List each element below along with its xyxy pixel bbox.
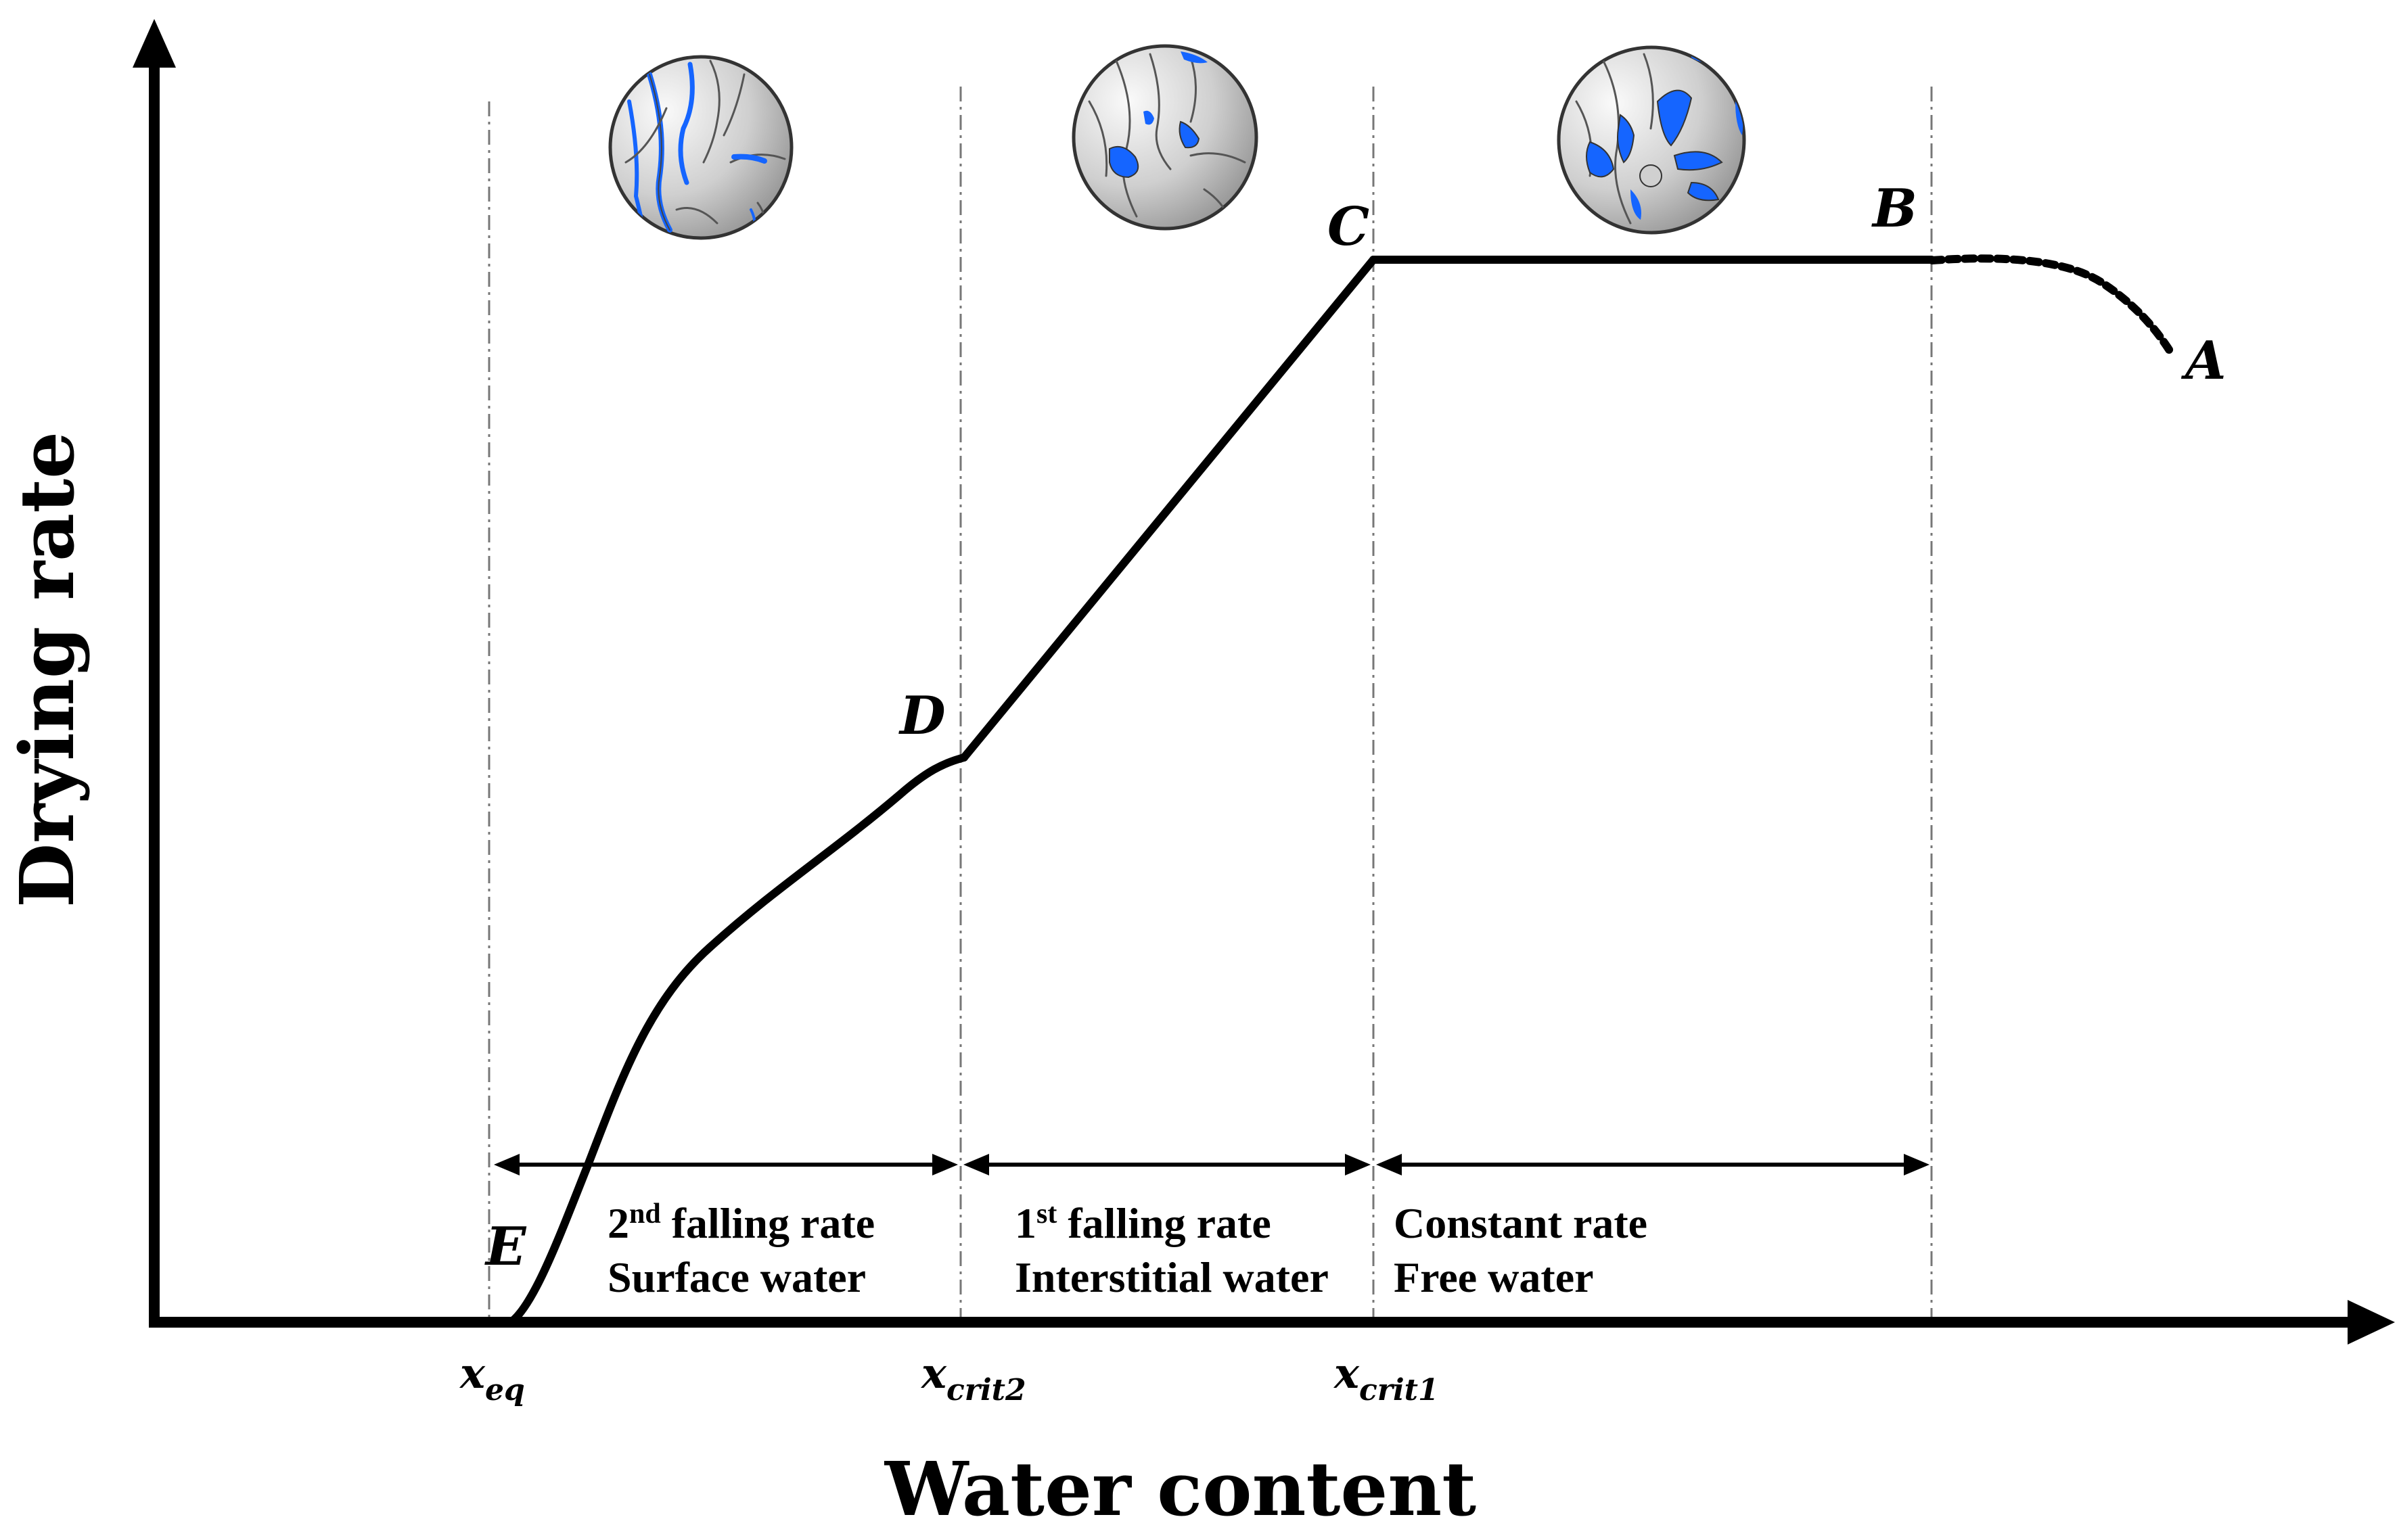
y-axis-title: Drying rate — [3, 431, 91, 908]
region-2nd-rate: falling rate — [661, 1199, 875, 1247]
x-axis-arrowhead — [2348, 1300, 2395, 1345]
region-arrow-2nd-left-head — [494, 1154, 520, 1175]
x-axis-title: Water content — [884, 1445, 1476, 1533]
guide-lines — [488, 87, 1933, 1322]
region-2nd-ordinal: 2 — [608, 1199, 629, 1247]
region-arrow-constant-left-head — [1376, 1154, 1402, 1175]
particle-dry-icon — [608, 55, 794, 240]
region-arrow-1st-right-head — [1345, 1154, 1371, 1175]
region-label-1st-water: Interstitial water — [1015, 1253, 1329, 1301]
region-arrows — [494, 1154, 1929, 1175]
particle-wet-icon — [1557, 45, 1746, 235]
curve-segment-d-e — [507, 753, 968, 1326]
tick-eq-base: x — [459, 1349, 486, 1398]
tick-eq-sub: eq — [485, 1373, 525, 1407]
region-arrow-1st-left-head — [963, 1154, 989, 1175]
region-arrow-constant-right-head — [1904, 1154, 1929, 1175]
tick-crit2-base: x — [920, 1349, 947, 1398]
region-1st-ordinal: 1 — [1015, 1199, 1036, 1247]
point-labels: A B C D E — [484, 178, 2226, 1278]
axes — [133, 19, 2395, 1345]
region-1st-suffix: st — [1036, 1198, 1057, 1230]
region-label-constant-water: Free water — [1394, 1253, 1594, 1301]
y-axis-arrowhead — [133, 19, 176, 68]
point-label-a: A — [2180, 330, 2226, 392]
region-1st-rate: falling rate — [1057, 1199, 1271, 1247]
region-2nd-suffix: nd — [629, 1198, 661, 1230]
tick-label-crit1: xcrit1 — [1333, 1349, 1439, 1407]
drying-curve — [507, 254, 2174, 1326]
x-tick-labels: xeq xcrit2 xcrit1 — [459, 1349, 1439, 1407]
point-label-c: C — [1327, 196, 1369, 258]
point-label-d: D — [898, 685, 946, 747]
tick-label-crit2: xcrit2 — [920, 1349, 1026, 1407]
region-arrow-2nd-right-head — [932, 1154, 958, 1175]
region-label-constant-rate: Constant rate — [1394, 1199, 1647, 1247]
tick-crit1-sub: crit1 — [1359, 1373, 1439, 1407]
tick-crit2-sub: crit2 — [946, 1373, 1026, 1407]
region-labels: 2nd falling rate Surface water 1st falli… — [608, 1198, 1647, 1301]
curve-segment-a-b — [1928, 254, 2174, 356]
particle-partial-icon — [1072, 44, 1258, 231]
curve-segment-c-d — [960, 256, 1377, 762]
point-label-e: E — [484, 1216, 527, 1278]
point-label-b: B — [1871, 178, 1917, 239]
region-label-1st-rate: 1st falling rate — [1015, 1198, 1271, 1247]
region-label-2nd-rate: 2nd falling rate — [608, 1198, 875, 1247]
tick-label-eq: xeq — [459, 1349, 525, 1407]
region-label-2nd-water: Surface water — [608, 1253, 866, 1301]
tick-crit1-base: x — [1333, 1349, 1360, 1398]
